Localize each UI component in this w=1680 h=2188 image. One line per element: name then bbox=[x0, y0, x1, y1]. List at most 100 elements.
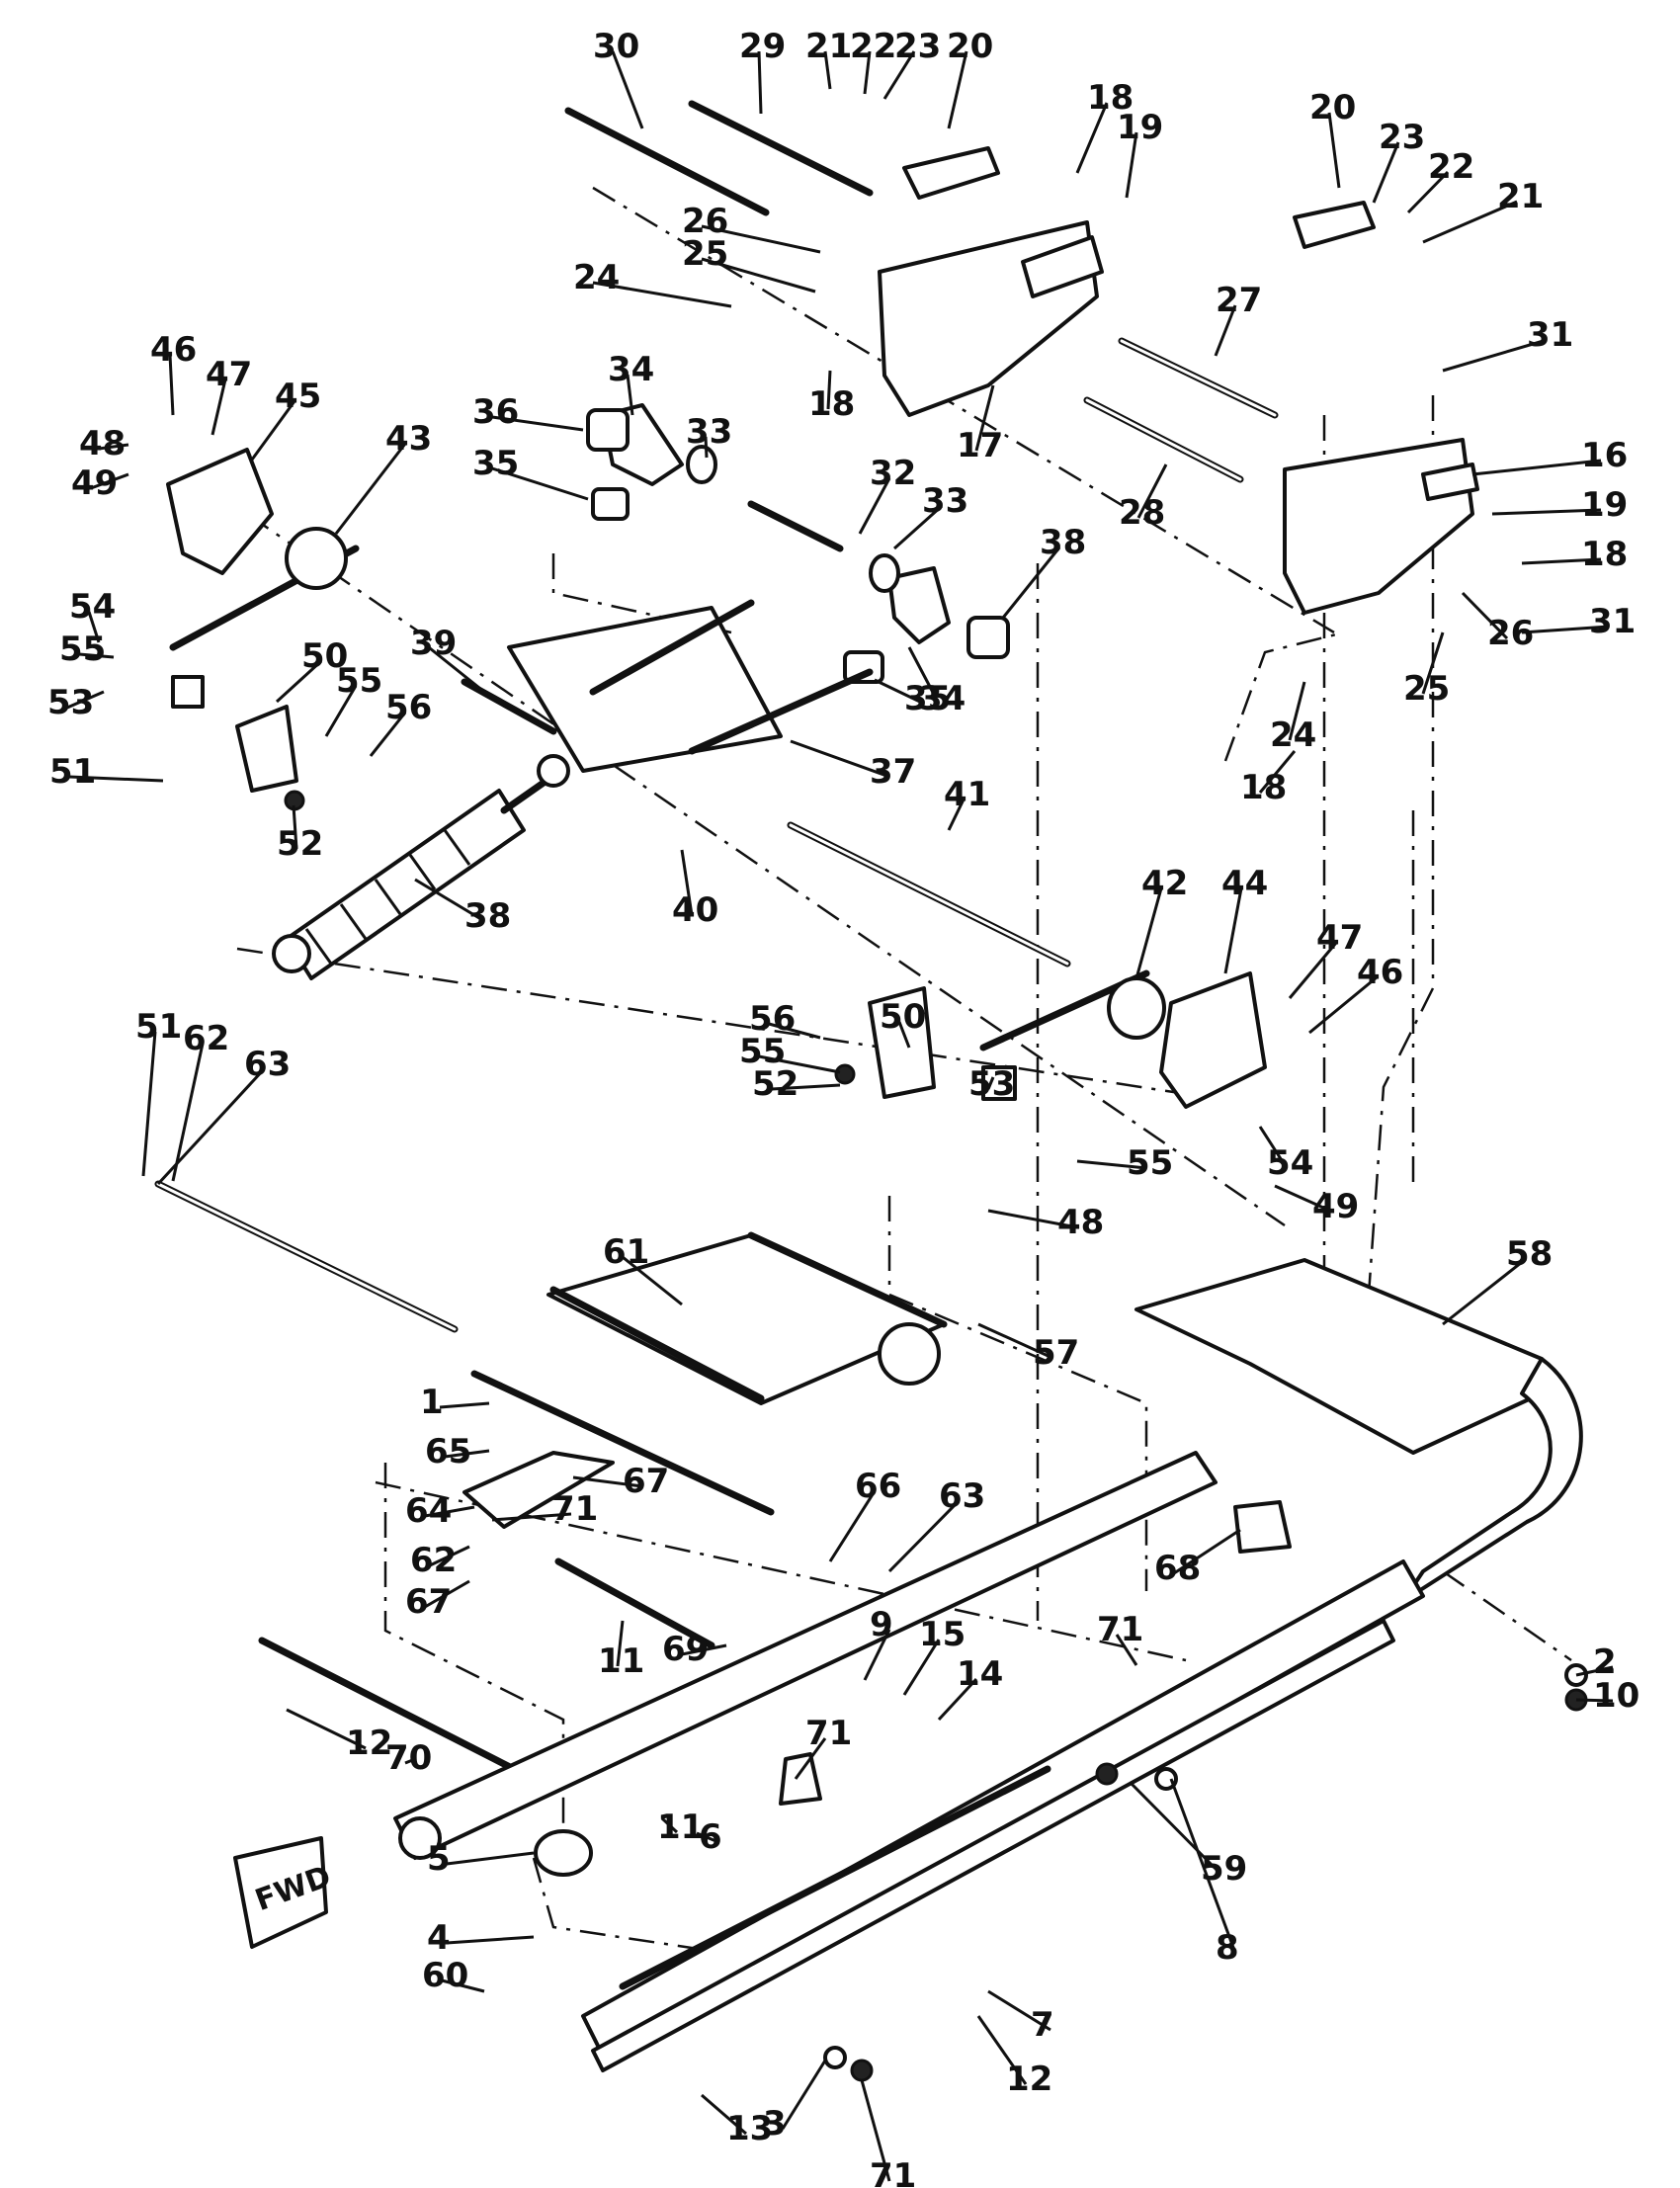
callout-number: 18 bbox=[1581, 535, 1628, 574]
callout-leader bbox=[90, 472, 129, 490]
callout-leader bbox=[828, 1490, 877, 1562]
callout-50: 50 bbox=[880, 997, 926, 1049]
nut-52-right bbox=[834, 1063, 856, 1085]
callout-leader bbox=[902, 1639, 941, 1696]
tube-69 bbox=[554, 1557, 715, 1649]
callout-leader bbox=[987, 1209, 1078, 1229]
callout-21: 21 bbox=[1422, 177, 1544, 244]
callout-11: 11 bbox=[598, 1620, 644, 1681]
callout-number: 12 bbox=[346, 1724, 392, 1763]
callout-number: 33 bbox=[686, 412, 732, 452]
callout-number: 16 bbox=[1581, 436, 1628, 475]
callout-27: 27 bbox=[1214, 281, 1262, 357]
shock-absorber-38 bbox=[272, 754, 570, 980]
callout-leader bbox=[491, 1512, 572, 1522]
center-pivot bbox=[461, 403, 1010, 773]
callout-number: 25 bbox=[1403, 669, 1450, 709]
callout-51: 51 bbox=[135, 1007, 182, 1177]
callout-number: 17 bbox=[957, 426, 1003, 465]
bracket-50-left bbox=[235, 705, 298, 793]
callout-18: 18 bbox=[1240, 750, 1297, 807]
callout-number: 23 bbox=[1379, 118, 1425, 157]
bushing-38 bbox=[966, 616, 1010, 659]
callout-number: 18 bbox=[808, 384, 855, 424]
callout-38: 38 bbox=[414, 878, 511, 936]
callout-34: 34 bbox=[608, 350, 654, 416]
callout-1: 1 bbox=[420, 1383, 490, 1422]
callout-55: 55 bbox=[1076, 1143, 1173, 1183]
callout-24: 24 bbox=[573, 258, 732, 308]
callout-number: 56 bbox=[749, 999, 796, 1039]
callout-leader bbox=[622, 1255, 683, 1306]
callout-9: 9 bbox=[863, 1605, 893, 1681]
callout-number: 63 bbox=[244, 1045, 291, 1084]
callout-leader bbox=[156, 1067, 266, 1186]
callout-number: 62 bbox=[183, 1019, 229, 1058]
callout-number: 34 bbox=[608, 350, 654, 389]
callout-number: 66 bbox=[855, 1467, 901, 1506]
callout-leader bbox=[858, 477, 891, 535]
callout-4: 4 bbox=[427, 1918, 535, 1958]
callout-number: 21 bbox=[805, 27, 852, 66]
callout-18: 18 bbox=[1521, 535, 1628, 574]
callout-number: 23 bbox=[894, 27, 941, 66]
callout-leader bbox=[826, 370, 832, 410]
callout-number: 50 bbox=[301, 636, 348, 676]
callout-49: 49 bbox=[71, 463, 129, 503]
callout-44: 44 bbox=[1221, 864, 1268, 974]
arm-tube-lower bbox=[688, 668, 874, 755]
callout-leader bbox=[446, 1851, 535, 1866]
bushing-36 bbox=[586, 408, 630, 452]
callout-leader bbox=[771, 1083, 841, 1091]
bracket-right bbox=[1283, 438, 1474, 615]
callout-leader bbox=[1288, 942, 1338, 999]
callout-number: 10 bbox=[1593, 1676, 1639, 1716]
callout-69: 69 bbox=[662, 1630, 727, 1669]
callout-number: 53 bbox=[47, 683, 94, 722]
sleeve-16 bbox=[1421, 463, 1479, 501]
spring-43 bbox=[285, 527, 348, 590]
callout-12: 12 bbox=[976, 2015, 1052, 2099]
callout-number: 48 bbox=[79, 424, 126, 463]
callout-number: 33 bbox=[922, 481, 968, 521]
left-arm-parts bbox=[166, 448, 348, 811]
callout-65: 65 bbox=[425, 1432, 490, 1472]
callout-67: 67 bbox=[405, 1579, 470, 1622]
callout-leader bbox=[1521, 625, 1610, 634]
callout-number: 61 bbox=[603, 1232, 649, 1272]
callout-number: 21 bbox=[1497, 177, 1544, 216]
callout-68: 68 bbox=[1154, 1528, 1241, 1588]
callout-number: 31 bbox=[1527, 315, 1573, 355]
callout-number: 71 bbox=[805, 1714, 852, 1753]
callout-8: 8 bbox=[1169, 1778, 1239, 1968]
callout-leader bbox=[275, 659, 323, 704]
callout-number: 49 bbox=[1312, 1187, 1359, 1226]
callout-leader bbox=[1134, 887, 1163, 979]
callout-leader bbox=[141, 1031, 157, 1177]
callout-leader bbox=[1001, 547, 1061, 619]
callout-34: 34 bbox=[907, 646, 966, 718]
callout-10: 10 bbox=[1575, 1676, 1639, 1716]
callout-number: 35 bbox=[472, 444, 519, 483]
callout-leader bbox=[78, 652, 115, 659]
callout-leader bbox=[424, 1579, 470, 1609]
callout-47: 47 bbox=[1288, 918, 1363, 999]
callout-63: 63 bbox=[887, 1476, 985, 1573]
front-direction-marker: FWD bbox=[233, 1836, 336, 1949]
callout-leader bbox=[1422, 200, 1518, 244]
callout-leader bbox=[1372, 141, 1400, 204]
callout-number: 51 bbox=[49, 752, 96, 792]
callout-number: 46 bbox=[150, 330, 197, 370]
callout-20: 20 bbox=[1309, 88, 1356, 189]
callout-leader bbox=[860, 2079, 891, 2182]
callout-leader bbox=[611, 50, 644, 129]
arm-44 bbox=[1159, 971, 1267, 1109]
callout-52: 52 bbox=[277, 804, 323, 864]
callout-leader bbox=[660, 1816, 679, 1834]
callout-leader bbox=[1521, 557, 1602, 565]
callout-25: 25 bbox=[1403, 631, 1450, 709]
callout-leader bbox=[98, 443, 129, 451]
slide-rails bbox=[393, 1258, 1588, 2082]
callout-42: 42 bbox=[1134, 864, 1188, 979]
